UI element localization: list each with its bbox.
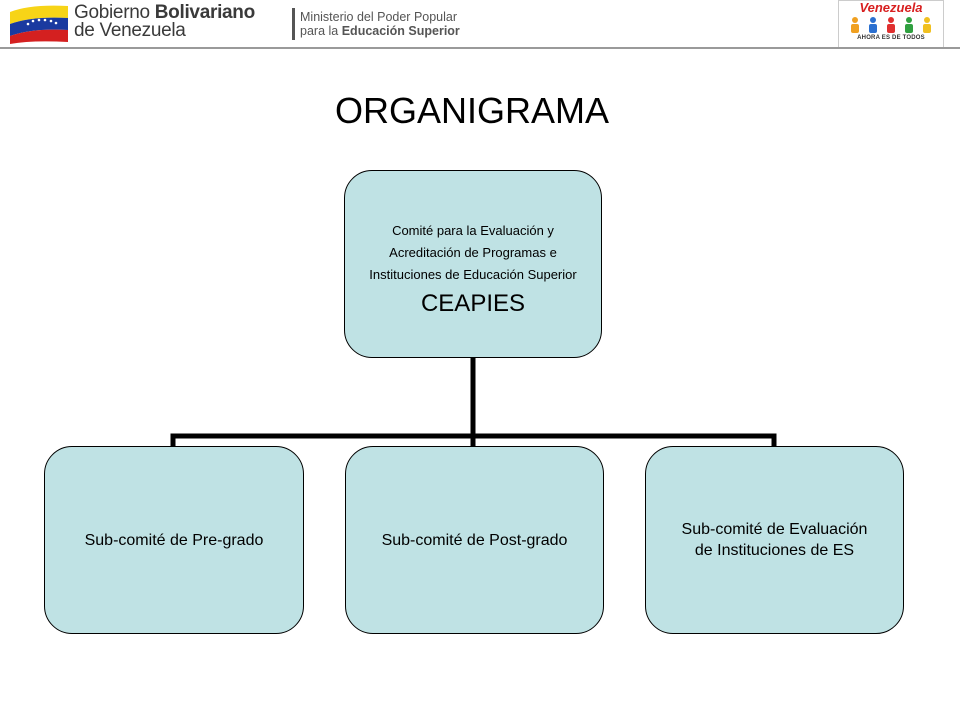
gov-name-word1: Gobierno [74, 2, 150, 23]
ministry-line2: para la Educación Superior [300, 24, 460, 38]
header-underline [0, 47, 960, 49]
org-box-evaluacion-instituciones: Sub-comité de Evaluación de Institucione… [645, 446, 904, 634]
child-label-evaluacion: Sub-comité de Evaluación de Institucione… [682, 519, 868, 561]
venezuela-flag-icon [8, 2, 70, 44]
org-box-postgrado: Sub-comité de Post-grado [345, 446, 604, 634]
ministry-line2-bold: Educación Superior [341, 24, 460, 38]
root-acronym: CEAPIES [420, 290, 526, 317]
header-banner: Gobierno Bolivariano de Venezuela Minist… [0, 0, 960, 50]
ministry-line1: Ministerio del Poder Popular [300, 10, 458, 24]
logo-title: Venezuela [859, 0, 923, 15]
child-label-evaluacion-line1: Sub-comité de Evaluación [681, 521, 868, 538]
page-title: ORGANIGRAMA [334, 90, 610, 131]
root-desc-line3: Instituciones de Educación Superior [369, 267, 577, 282]
org-box-ceapies: Comité para la Evaluación y Acreditación… [344, 170, 602, 358]
child-label-evaluacion-line2: de Instituciones de ES [694, 542, 855, 559]
government-name: Gobierno Bolivariano de Venezuela [74, 2, 255, 41]
root-description: Comité para la Evaluación y Acreditación… [369, 220, 576, 286]
header-divider [292, 8, 295, 40]
org-box-pregrado: Sub-comité de Pre-grado [44, 446, 304, 634]
root-desc-line1: Comité para la Evaluación y [392, 223, 554, 238]
gov-name-word2: Bolivariano [154, 2, 255, 23]
venezuela-campaign-logo: Venezuela AHORA ES DE TODOS [838, 0, 944, 48]
child-label-postgrado: Sub-comité de Post-grado [381, 531, 568, 549]
ministry-line2-prefix: para la [300, 24, 339, 38]
logo-tagline: AHORA ES DE TODOS [857, 35, 925, 41]
gov-name-line2: de Venezuela [74, 20, 186, 41]
ministry-name: Ministerio del Poder Popular para la Edu… [300, 10, 460, 38]
people-figures-icon [845, 16, 937, 34]
child-label-pregrado: Sub-comité de Pre-grado [84, 531, 264, 549]
root-desc-line2: Acreditación de Programas e [389, 245, 557, 260]
